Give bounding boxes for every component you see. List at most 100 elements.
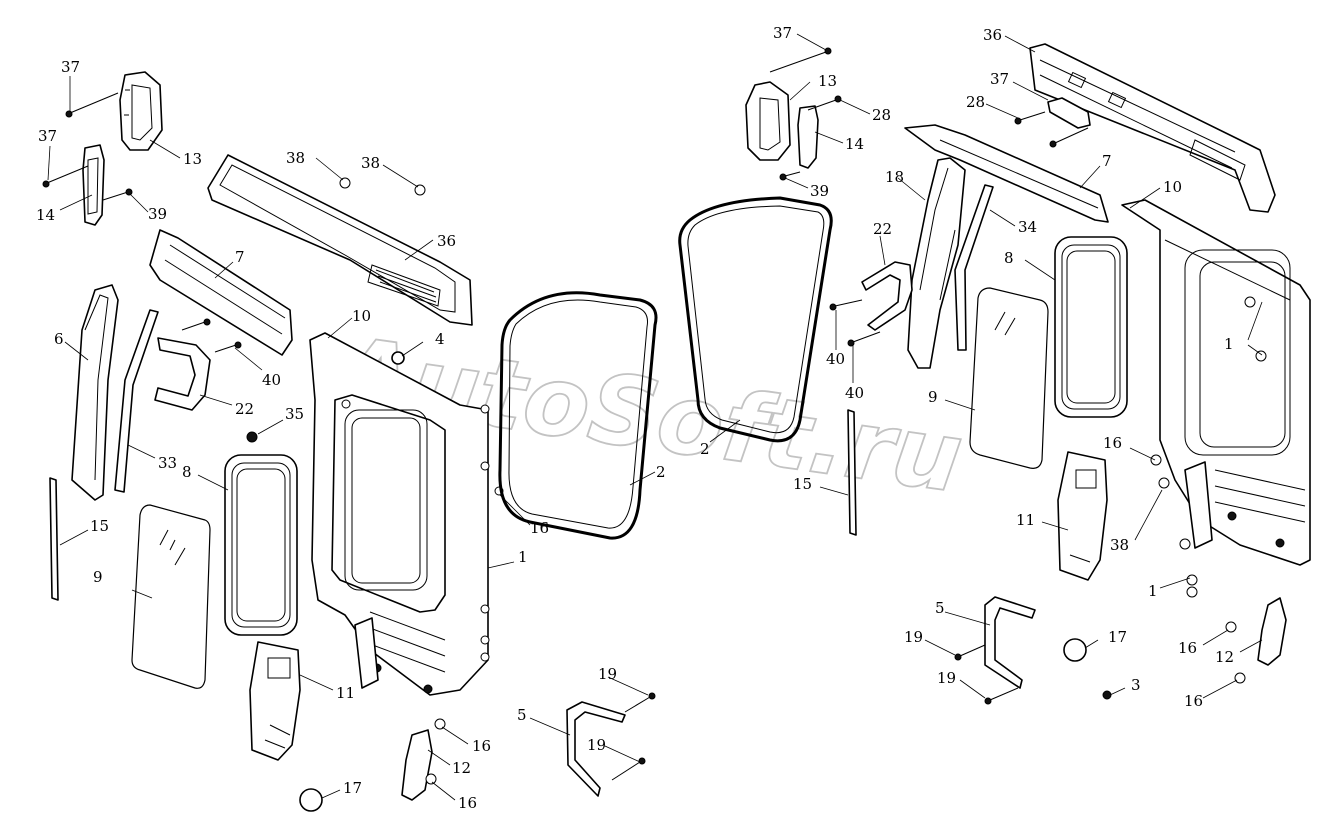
left-trim-11 — [249, 641, 301, 761]
left-grab-handle-22 — [154, 337, 211, 411]
callout-14: 14 — [36, 206, 55, 224]
right-plug-16b — [1225, 621, 1237, 633]
right-trim-11 — [1057, 451, 1108, 581]
right-bracket-12 — [1257, 597, 1287, 666]
callout-36: 36 — [983, 26, 1002, 44]
callout-16: 16 — [530, 519, 549, 537]
callout-14: 14 — [845, 135, 864, 153]
callout-18: 18 — [885, 168, 904, 186]
right-screws-28 — [1014, 111, 1089, 148]
left-strip-33 — [114, 309, 159, 493]
left-nut-35 — [246, 431, 258, 443]
callout-35: 35 — [285, 405, 304, 423]
left-glass-9 — [131, 504, 211, 689]
left-plug-4 — [391, 351, 405, 365]
callout-16: 16 — [1103, 434, 1122, 452]
callout-2: 2 — [656, 463, 666, 481]
callout-5: 5 — [935, 599, 945, 617]
right-rail-5 — [984, 596, 1036, 689]
right-screws-40 — [829, 299, 881, 347]
callout-9: 9 — [928, 388, 938, 406]
right-glass-9 — [969, 287, 1049, 469]
callout-7: 7 — [235, 248, 245, 266]
right-plug-16c — [1234, 672, 1246, 684]
callout-38: 38 — [1110, 536, 1129, 554]
callout-34: 34 — [1018, 218, 1037, 236]
callout-8: 8 — [182, 463, 192, 481]
callout-1: 1 — [518, 548, 528, 566]
callout-15: 15 — [90, 517, 109, 535]
callout-7: 7 — [1102, 152, 1112, 170]
right-strip-15 — [847, 409, 857, 536]
callout-8: 8 — [1004, 249, 1014, 267]
callout-10: 10 — [352, 307, 371, 325]
right-screws-37-28-39 — [769, 47, 842, 181]
right-trim-7 — [904, 124, 1109, 223]
left-rear-panel-1 — [309, 332, 504, 696]
left-plug-38b — [414, 184, 426, 196]
left-plug-38a — [339, 177, 351, 189]
callout-10: 10 — [1163, 178, 1182, 196]
callout-16: 16 — [1178, 639, 1197, 657]
callout-40: 40 — [826, 350, 845, 368]
right-plug-16 — [1150, 454, 1162, 466]
left-plug-16b — [425, 773, 437, 785]
left-handle-bracket-13 — [119, 71, 163, 151]
right-screws-19 — [954, 644, 1019, 705]
right-bracket-37 — [1047, 97, 1091, 129]
callout-3: 3 — [1131, 676, 1141, 694]
callout-16: 16 — [458, 794, 477, 812]
callout-36: 36 — [437, 232, 456, 250]
left-plug-16a — [434, 718, 446, 730]
right-rear-panel-1 — [1121, 199, 1311, 598]
callout-28: 28 — [966, 93, 985, 111]
left-screws-19 — [611, 692, 656, 781]
right-upper-trim-36 — [1029, 43, 1276, 213]
right-pillar-18 — [907, 157, 966, 369]
left-disc-17 — [299, 788, 323, 812]
left-rail-5 — [566, 701, 626, 797]
callout-16: 16 — [472, 737, 491, 755]
door-seal-2a — [498, 291, 658, 540]
callout-37: 37 — [990, 70, 1009, 88]
leader-lines — [47, 33, 1263, 801]
left-trim-7 — [149, 229, 293, 356]
right-bracket-14 — [797, 105, 819, 169]
callout-13: 13 — [183, 150, 202, 168]
callout-33: 33 — [158, 454, 177, 472]
callout-9: 9 — [93, 568, 103, 586]
callout-39: 39 — [810, 182, 829, 200]
left-screws-40 — [181, 318, 242, 353]
callout-labels: 37 37 13 14 39 38 38 36 7 6 10 4 40 22 3… — [36, 24, 1234, 812]
callout-37: 37 — [773, 24, 792, 42]
callout-4: 4 — [435, 330, 445, 348]
right-disc-17 — [1063, 638, 1087, 662]
callout-16: 16 — [1184, 692, 1203, 710]
right-strip-34 — [954, 184, 994, 351]
callout-19: 19 — [598, 665, 617, 683]
callout-12: 12 — [452, 759, 471, 777]
left-pillar-6 — [71, 284, 119, 501]
callout-40: 40 — [845, 384, 864, 402]
callout-13: 13 — [818, 72, 837, 90]
callout-19: 19 — [904, 628, 923, 646]
callout-5: 5 — [517, 706, 527, 724]
callout-40: 40 — [262, 371, 281, 389]
callout-22: 22 — [235, 400, 254, 418]
left-bracket-14 — [82, 144, 105, 226]
callout-19: 19 — [937, 669, 956, 687]
callout-17: 17 — [1108, 628, 1127, 646]
callout-28: 28 — [872, 106, 891, 124]
callout-38: 38 — [286, 149, 305, 167]
callout-11: 11 — [336, 684, 355, 702]
callout-37: 37 — [61, 58, 80, 76]
callout-38: 38 — [361, 154, 380, 172]
callout-22: 22 — [873, 220, 892, 238]
callout-11: 11 — [1016, 511, 1035, 529]
callout-1: 1 — [1224, 335, 1234, 353]
left-upper-trim-36 — [207, 154, 473, 326]
callout-19: 19 — [587, 736, 606, 754]
callout-17: 17 — [343, 779, 362, 797]
right-grab-handle-22 — [861, 261, 913, 331]
